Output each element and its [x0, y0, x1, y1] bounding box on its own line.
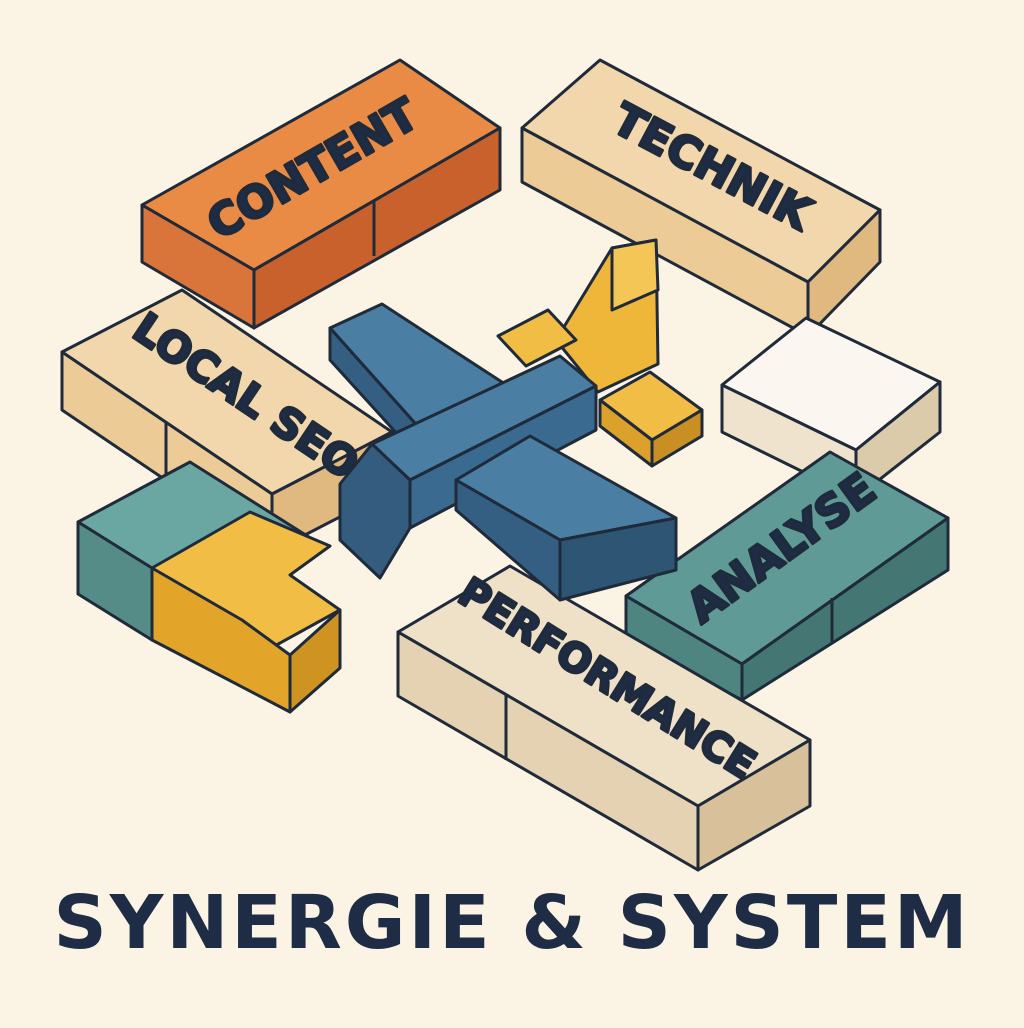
diagram-caption: SYNERGIE & SYSTEM [53, 880, 971, 966]
airplane-wing-lower-side [558, 516, 678, 602]
airplane-tail-left [496, 308, 578, 368]
airplane-tail-stabilizer-side [650, 408, 704, 468]
airplane-tail-fin-side [610, 238, 660, 312]
airplane-nose [338, 442, 412, 580]
airplane-icon [328, 238, 704, 602]
block-performance-side [696, 738, 812, 872]
block-analyse-side [740, 516, 950, 702]
block-yellow-side [288, 608, 342, 714]
block-content-side [252, 126, 502, 330]
block-teal-yellow [76, 460, 342, 714]
block-analyse: ANALYSE [624, 450, 950, 702]
block-local-seo: LOCAL SEO [60, 288, 394, 554]
block-technik: TECHNIK [520, 58, 882, 338]
block-content: CONTENT [140, 58, 502, 330]
